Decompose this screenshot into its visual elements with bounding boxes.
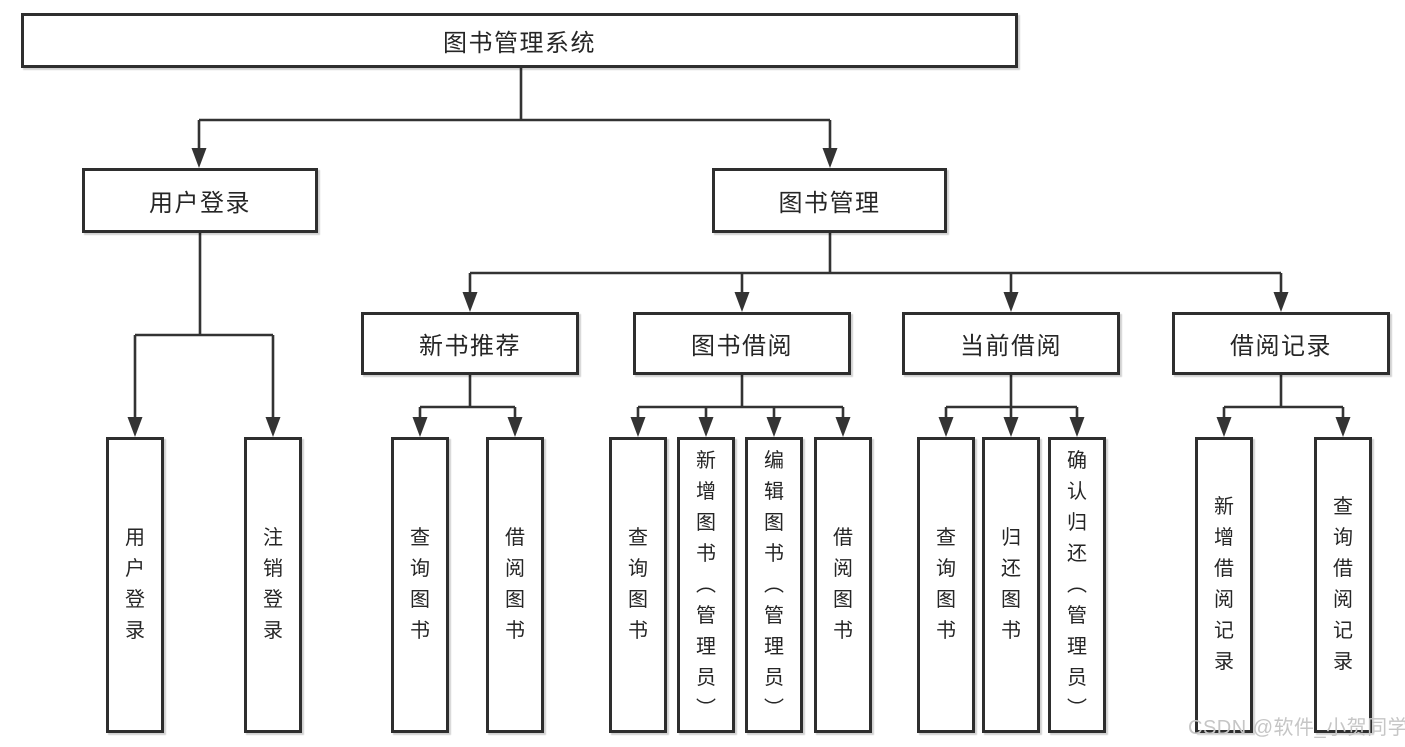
- arrowhead: [1216, 417, 1232, 437]
- node-leaf-nb-query-books: 查询图书: [391, 437, 449, 733]
- arrowhead: [766, 417, 782, 437]
- node-label: 图书管理系统: [443, 30, 596, 57]
- arrowhead: [1069, 417, 1085, 437]
- arrowhead: [507, 417, 523, 437]
- arrowhead: [630, 417, 646, 437]
- node-leaf-cb-confirm-return-admin: 确认归还︵管理员︶: [1048, 437, 1106, 733]
- node-label: 借阅图书: [833, 527, 853, 642]
- arrowhead: [1003, 417, 1019, 437]
- node-label: 新增图书︵管理员︶: [696, 449, 716, 720]
- arrowhead: [412, 417, 428, 437]
- arrowhead: [1003, 292, 1019, 312]
- node-label: 查询借阅记录: [1333, 496, 1353, 673]
- node-label: 图书借阅: [691, 333, 793, 360]
- node-current-borrow: 当前借阅: [902, 312, 1120, 375]
- node-leaf-cb-query-books: 查询图书: [917, 437, 975, 733]
- node-leaf-bb-edit-books-admin: 编辑图书︵管理员︶: [745, 437, 803, 733]
- node-new-book-recommend: 新书推荐: [361, 312, 579, 375]
- node-label: 注销登录: [263, 527, 283, 642]
- watermark: CSDN @软件_小贺同学: [1188, 717, 1405, 739]
- node-label: 查询图书: [936, 527, 956, 642]
- node-leaf-logout: 注销登录: [244, 437, 302, 733]
- node-leaf-br-query-record: 查询借阅记录: [1314, 437, 1372, 733]
- node-label: 编辑图书︵管理员︶: [764, 449, 784, 720]
- arrowhead: [835, 417, 851, 437]
- connectors-current-borrow: [938, 375, 1085, 437]
- node-leaf-bb-add-books-admin: 新增图书︵管理员︶: [677, 437, 735, 733]
- node-book-borrow: 图书借阅: [633, 312, 851, 375]
- arrowhead: [191, 148, 207, 168]
- arrowhead: [734, 292, 750, 312]
- node-label: 查询图书: [410, 527, 430, 642]
- node-label: 查询图书: [628, 527, 648, 642]
- node-label: 用户登录: [125, 527, 145, 642]
- node-leaf-user-login: 用户登录: [106, 437, 164, 733]
- node-label: 归还图书: [1001, 527, 1021, 642]
- connectors-new-book-recommend: [412, 375, 523, 437]
- connectors-borrow-records: [1216, 375, 1351, 437]
- node-label: 用户登录: [149, 190, 251, 217]
- node-label: 新增借阅记录: [1214, 496, 1234, 673]
- arrowhead: [127, 417, 143, 437]
- node-leaf-cb-return-books: 归还图书: [982, 437, 1040, 733]
- node-label: 新书推荐: [419, 333, 521, 360]
- node-label: 借阅记录: [1230, 333, 1332, 360]
- node-leaf-bb-borrow-books: 借阅图书: [814, 437, 872, 733]
- node-leaf-nb-borrow-books: 借阅图书: [486, 437, 544, 733]
- arrowhead: [462, 292, 478, 312]
- arrowhead: [265, 417, 281, 437]
- arrowhead: [938, 417, 954, 437]
- node-leaf-bb-query-books: 查询图书: [609, 437, 667, 733]
- node-book-management: 图书管理: [712, 168, 947, 233]
- node-root-title: 图书管理系统: [21, 13, 1018, 68]
- node-label: 借阅图书: [505, 527, 525, 642]
- node-label: 图书管理: [778, 190, 881, 217]
- node-label: 确认归还︵管理员︶: [1067, 449, 1087, 720]
- arrowhead: [822, 148, 838, 168]
- node-user-login: 用户登录: [82, 168, 318, 233]
- arrowhead: [1273, 292, 1289, 312]
- arrowhead: [698, 417, 714, 437]
- node-label: 当前借阅: [960, 333, 1062, 360]
- node-leaf-br-add-record: 新增借阅记录: [1195, 437, 1253, 733]
- connectors-root: [191, 68, 838, 168]
- node-borrow-records: 借阅记录: [1172, 312, 1390, 375]
- connectors-user-login: [127, 233, 281, 437]
- connectors-book-borrow: [630, 375, 851, 437]
- connectors-book-management: [462, 233, 1289, 312]
- arrowhead: [1335, 417, 1351, 437]
